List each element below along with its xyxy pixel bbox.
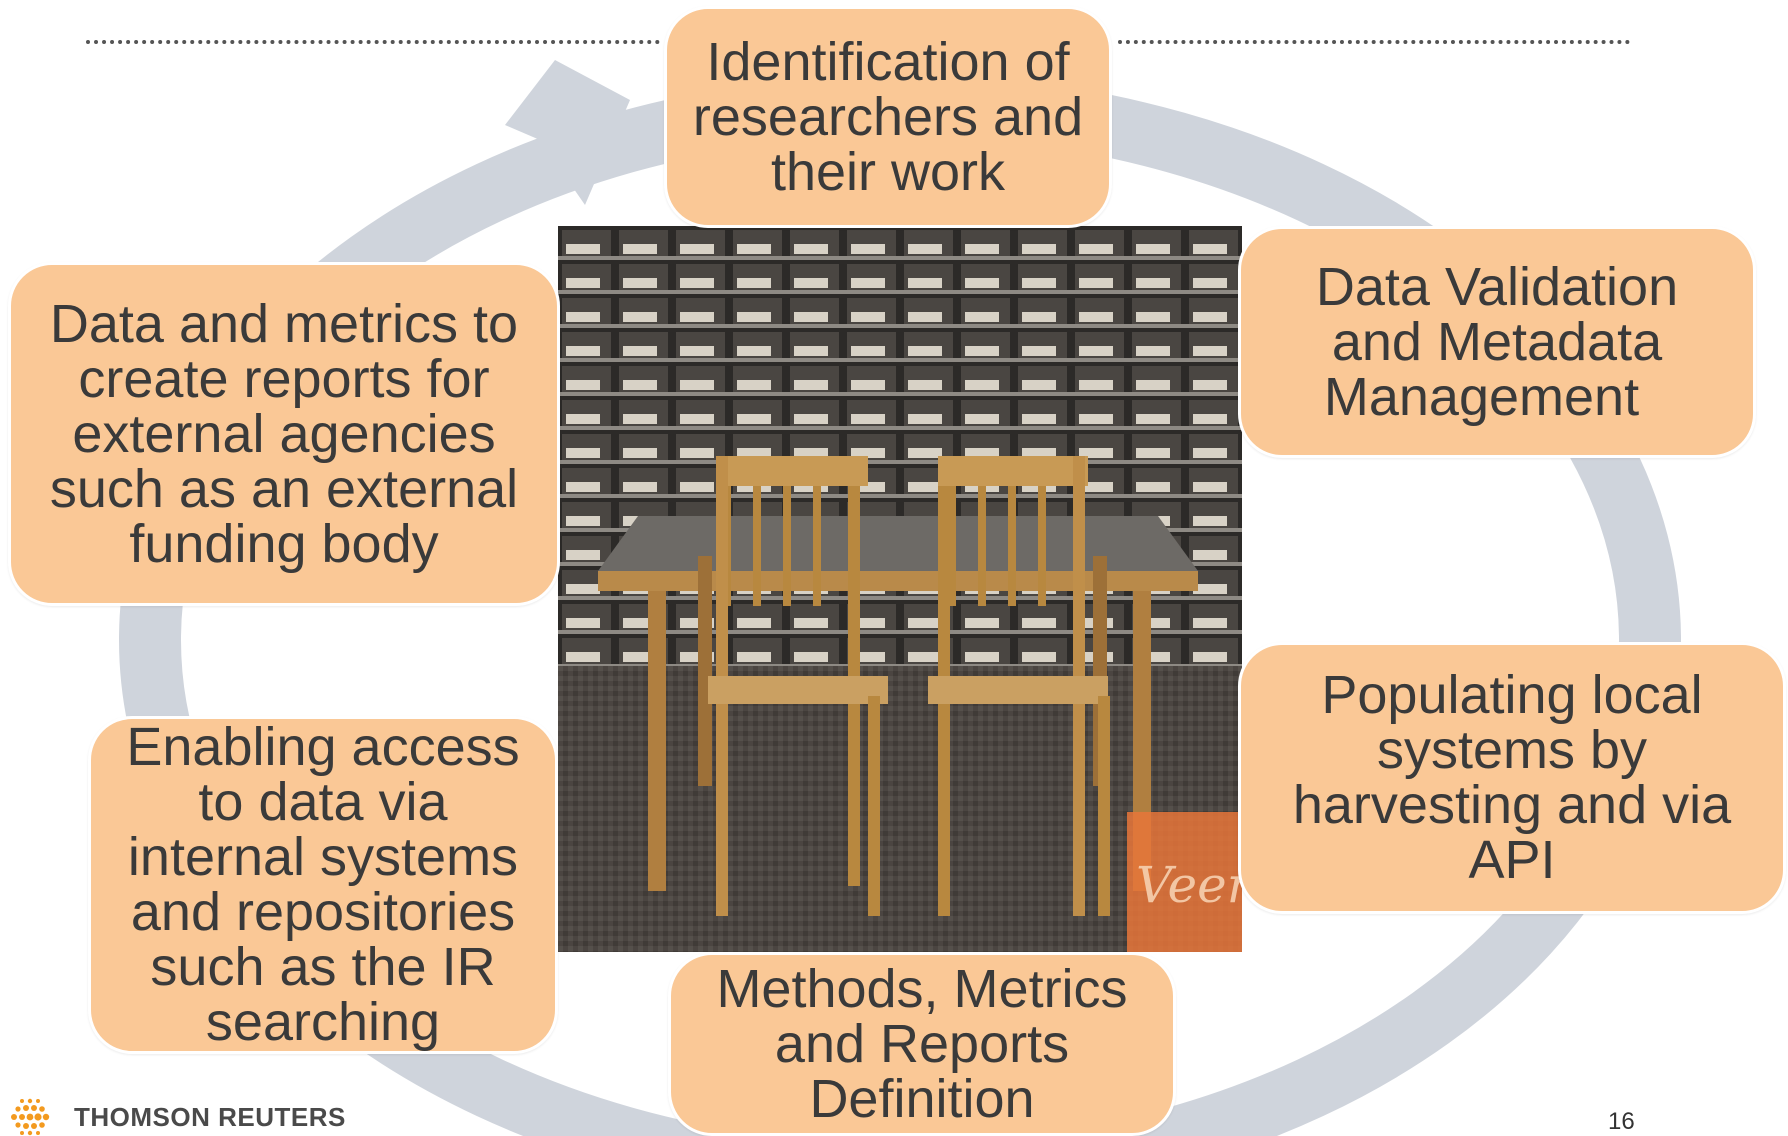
step-line: and Metadata [1331,311,1663,372]
step-line: searching [205,992,441,1052]
brand-name: THOMSON REUTERS [74,1101,346,1132]
step-line: Management [1323,366,1640,427]
step-line: Populating local [1321,665,1703,725]
library-photo: Veer [558,226,1242,952]
step-line: API [1468,830,1556,890]
step-line: and Reports [774,1013,1070,1074]
step-reports: Data and metrics to create reports for e… [8,262,560,606]
step-methods: Methods, Metrics and Reports Definition [668,952,1176,1136]
step-line: funding body [129,513,439,574]
step-populating: Populating local systems by harvesting a… [1238,642,1786,914]
step-line: systems by [1376,720,1648,780]
thomson-reuters-logo [11,1098,50,1136]
footer-brand: THOMSON REUTERS [0,1098,346,1136]
step-enabling: Enabling access to data via internal sys… [88,716,558,1054]
step-line: internal systems [127,827,519,887]
step-line: and repositories [130,882,516,942]
step-line: external agencies [72,403,496,464]
step-line: to data via [198,772,448,832]
step-line: Data and metrics to [49,293,519,354]
veer-watermark: Veer [1136,856,1242,914]
step-line: Definition [809,1068,1035,1129]
cycle-arrowhead [505,60,630,205]
step-validation: Data Validation and Metadata Management [1238,226,1756,458]
step-line: Methods, Metrics [716,958,1128,1019]
step-line: their work [770,141,1006,202]
step-line: Data Validation [1315,256,1679,317]
step-line: Identification of [706,31,1070,92]
step-line: such as an external [49,458,519,519]
page-number: 16 [1608,1108,1635,1135]
step-line: harvesting and via [1292,775,1732,835]
step-identification: Identification of researchers and their … [664,6,1112,228]
step-line: create reports for [78,348,490,409]
step-line: such as the IR [150,937,496,997]
header-rule-left [86,40,660,44]
step-line: Enabling access [126,717,520,777]
header-rule-right [1118,40,1630,44]
step-line: researchers and [692,86,1084,147]
